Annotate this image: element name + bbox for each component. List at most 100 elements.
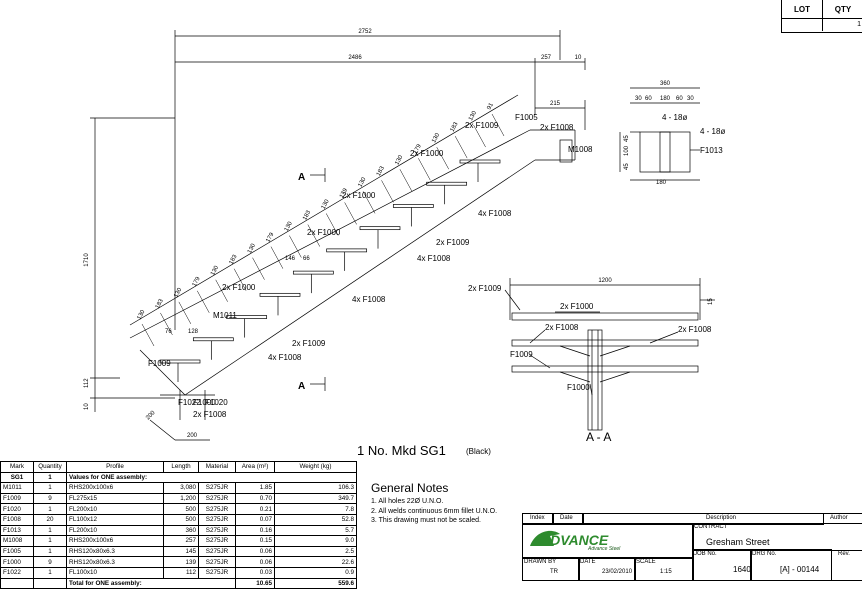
callout-f1000: F1000 <box>193 398 216 407</box>
tread-dim: 179 <box>339 187 349 199</box>
callout-f1008-2x: 2x F1008 <box>540 123 574 132</box>
table-cell: 52.8 <box>274 513 357 526</box>
header-profile: Profile <box>66 461 164 473</box>
tb-job: 1640 <box>733 565 751 574</box>
table-cell: 0.06 <box>235 545 275 558</box>
table-cell: 1 <box>33 482 67 494</box>
logo-text: ADVANCE <box>540 532 609 548</box>
callout-top-f1000: 2x F1000 <box>410 149 444 158</box>
table-cell: S275JR <box>198 535 236 547</box>
tread-dim-tick <box>491 113 505 137</box>
callout-f1000-2x-d: 2x F1000 <box>222 283 256 292</box>
qty-header: QTY <box>823 0 862 19</box>
table-cell: F1009 <box>0 492 34 505</box>
plate-d: 60 <box>676 96 683 102</box>
table-cell: FL200x10 <box>66 524 164 537</box>
tread-dim: 183 <box>376 165 386 177</box>
dim-right: 257 <box>541 55 552 61</box>
tread-plate <box>426 181 468 186</box>
header-mark: Mark <box>0 461 34 473</box>
assembly-qty: 1 <box>33 471 67 484</box>
header-weight: Weight (kg) <box>274 461 357 473</box>
tb-drawn-label: DRAWN BY <box>524 559 557 565</box>
table-cell: 0.16 <box>235 524 275 537</box>
section-f1000b: F1000 <box>567 383 590 392</box>
tb-drg-label: DRG No. <box>752 551 777 557</box>
table-cell: 2.5 <box>274 545 357 558</box>
tread-dim-tick <box>160 312 173 336</box>
table-cell: FL275x15 <box>66 492 164 505</box>
tread-dim: 183 <box>155 298 165 310</box>
table-cell: 7.8 <box>274 503 357 515</box>
tread-dim-tick <box>197 290 210 313</box>
table-cell: 0.70 <box>235 492 275 505</box>
table-cell: 360 <box>163 524 199 537</box>
table-cell: F1020 <box>0 503 34 515</box>
section-f1008a: 2x F1008 <box>545 323 579 332</box>
callout-top-f1009: 2x F1009 <box>465 121 499 130</box>
table-cell: 1 <box>33 535 67 547</box>
plate-bottom: 180 <box>656 180 667 186</box>
table-cell: FL100x12 <box>66 513 164 526</box>
table-cell: 1,200 <box>163 492 199 505</box>
dim-overall-width: 2752 <box>358 29 372 35</box>
tread-plate <box>159 359 201 364</box>
table-cell: RHS120x80x6.3 <box>66 545 164 558</box>
table-cell: M1008 <box>0 535 34 547</box>
table-cell: 500 <box>163 513 199 526</box>
dim-inner-width: 2486 <box>348 55 362 61</box>
tb-job-label: JOB No. <box>694 551 717 557</box>
callout-m1011: M1011 <box>213 311 237 320</box>
plate-b: 60 <box>645 96 652 102</box>
table-cell: F1022 <box>0 566 34 579</box>
callout-f1022: F1022 <box>178 398 201 407</box>
tread-dim: 130 <box>321 198 331 210</box>
tread-dim-tick <box>215 279 228 302</box>
section-marker-bottom: A <box>298 381 305 392</box>
assembly-row: SG1 1 Values for ONE assembly: <box>0 471 357 484</box>
tread-dim-tick <box>325 213 339 236</box>
section-f1008b: 2x F1008 <box>678 325 712 334</box>
table-cell: 20 <box>33 513 67 526</box>
assembly-mark: SG1 <box>0 471 34 484</box>
section-f1009b: F1009 <box>510 350 533 359</box>
table-cell: 0.07 <box>235 513 275 526</box>
tread-plate <box>359 226 401 231</box>
section-label: A - A <box>586 430 612 444</box>
callout-f1000-2x-b: 2x F1000 <box>342 191 376 200</box>
table-cell: 112 <box>163 566 199 579</box>
tread-plate <box>192 337 234 342</box>
tread-dim: 183 <box>302 209 312 221</box>
table-cell: S275JR <box>198 556 236 568</box>
dim-height: 1710 <box>84 253 90 267</box>
callout-f1008-4x-a: 4x F1008 <box>478 209 512 218</box>
table-cell: S275JR <box>198 566 236 579</box>
table-cell: 500 <box>163 503 199 515</box>
tread-dim: 130 <box>394 154 404 166</box>
callout-f1008-4x-d: 4x F1008 <box>268 353 302 362</box>
tread-dim-tick <box>233 268 247 291</box>
tb-drg: [A] - 00144 <box>780 565 820 574</box>
plate-h2: 100 <box>624 145 630 156</box>
tread-dim-tick <box>362 191 376 214</box>
table-cell: 0.21 <box>235 503 275 515</box>
table-cell: 1 <box>33 566 67 579</box>
lot-qty-table: LOT QTY 1 <box>781 0 862 33</box>
table-cell: S275JR <box>198 513 236 526</box>
step-small-dim: 66 <box>303 256 310 262</box>
note-item: 3. This drawing must not be scaled. <box>371 517 481 524</box>
table-cell: 22.6 <box>274 556 357 568</box>
dim-bottom-a: 10 <box>84 403 90 410</box>
table-cell: S275JR <box>198 524 236 537</box>
table-cell: RHS200x100x6 <box>66 482 164 494</box>
table-cell: 0.03 <box>235 566 275 579</box>
table-cell: M1011 <box>0 482 34 494</box>
lot-header: LOT <box>782 0 823 19</box>
tread-dim: 130 <box>358 176 368 188</box>
dim-base-diag: 200 <box>145 410 157 422</box>
callout-f1008-2x-b: 2x F1008 <box>193 410 227 419</box>
